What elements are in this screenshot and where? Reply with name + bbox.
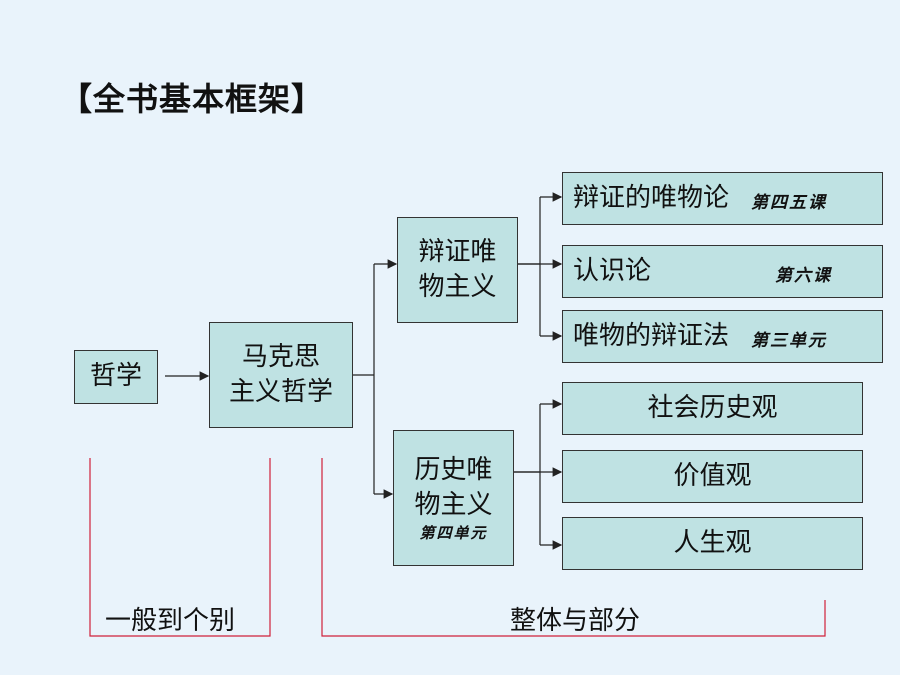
connector-historical-leaves bbox=[514, 404, 541, 545]
node-marxist-line1: 马克思 bbox=[241, 341, 320, 372]
node-philosophy-label: 哲学 bbox=[89, 361, 142, 392]
connector-marxist-branches bbox=[352, 264, 375, 494]
leaf-box-5: 价值观 bbox=[562, 450, 863, 503]
leaf-box-2: 认识论 第六课 bbox=[562, 245, 883, 298]
connector-dialectical-leaves bbox=[518, 197, 541, 336]
leaf-box-3: 唯物的辩证法 第三单元 bbox=[562, 310, 883, 363]
leaf-1-text: 辩证的唯物论 bbox=[573, 182, 730, 213]
node-dialectical-materialism: 辩证唯 物主义 bbox=[397, 217, 518, 323]
leaf-box-6: 人生观 bbox=[562, 517, 863, 570]
bracket-right-label: 整体与部分 bbox=[510, 606, 641, 636]
bracket-left bbox=[89, 458, 271, 637]
node-dialectical-line2: 物主义 bbox=[418, 272, 497, 302]
node-historical-line1: 历史唯 bbox=[414, 454, 493, 485]
bracket-left-label: 一般到个别 bbox=[105, 606, 236, 636]
leaf-2-text: 认识论 bbox=[573, 255, 652, 286]
node-marxist: 马克思 主义哲学 bbox=[209, 322, 353, 428]
leaf-1-note: 第四五课 bbox=[751, 193, 828, 214]
leaf-3-text: 唯物的辩证法 bbox=[573, 320, 730, 351]
leaf-5-text: 价值观 bbox=[673, 460, 752, 491]
leaf-4-text: 社会历史观 bbox=[647, 392, 778, 423]
node-historical-note: 第四单元 bbox=[419, 523, 488, 542]
page-title: 【全书基本框架】 bbox=[60, 80, 325, 118]
leaf-box-4: 社会历史观 bbox=[562, 382, 863, 435]
node-dialectical-line1: 辩证唯 bbox=[418, 236, 497, 267]
node-philosophy: 哲学 bbox=[74, 350, 158, 404]
node-historical-materialism: 历史唯 物主义 第四单元 bbox=[393, 430, 514, 566]
leaf-2-note: 第六课 bbox=[775, 266, 833, 287]
leaf-6-text: 人生观 bbox=[673, 527, 752, 558]
bracket-right bbox=[321, 458, 826, 637]
node-historical-line2: 物主义 bbox=[414, 489, 493, 520]
node-marxist-line2: 主义哲学 bbox=[228, 377, 333, 407]
leaf-box-1: 辩证的唯物论 第四五课 bbox=[562, 172, 883, 225]
leaf-3-note: 第三单元 bbox=[751, 331, 828, 352]
